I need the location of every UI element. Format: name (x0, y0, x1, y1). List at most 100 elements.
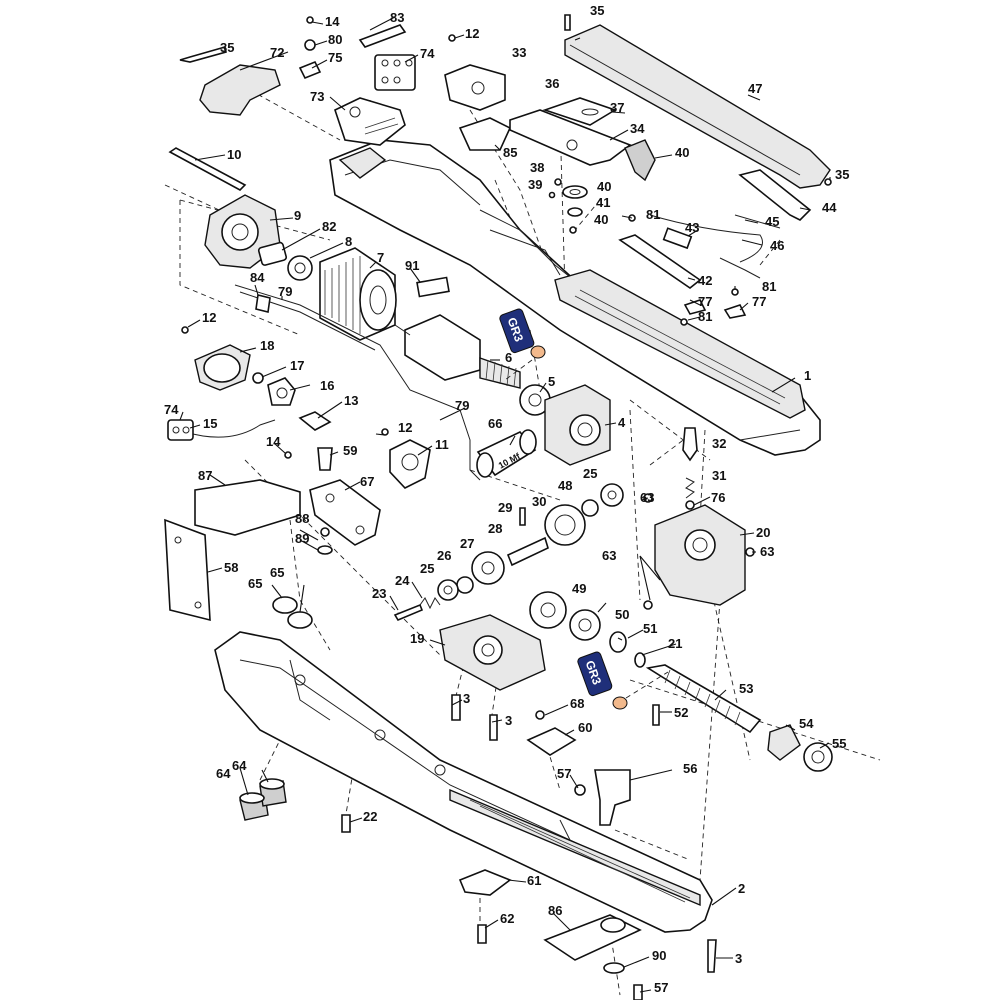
callout: 24 (395, 573, 410, 588)
callout: 33 (512, 45, 526, 60)
callout: 48 (558, 478, 572, 493)
callout: 80 (328, 32, 342, 47)
callout: 87 (198, 468, 212, 483)
callout: 13 (344, 393, 358, 408)
callout: 6 (505, 350, 512, 365)
callout: 81 (698, 309, 712, 324)
callout: 5 (548, 374, 555, 389)
callout: 81 (646, 207, 660, 222)
callout: 32 (712, 436, 726, 451)
callout: 88 (295, 511, 309, 526)
gearbox (393, 427, 755, 691)
callout: 89 (295, 531, 309, 546)
callout: 72 (270, 45, 284, 60)
callout: 14 (266, 434, 281, 449)
callout: 59 (343, 443, 357, 458)
callout: 34 (630, 121, 645, 136)
callout: 16 (320, 378, 334, 393)
callout: 4 (618, 415, 626, 430)
callout: 58 (224, 560, 238, 575)
grease-tag-upper-body (499, 308, 535, 354)
callout: 40 (597, 179, 611, 194)
callout: 45 (765, 214, 779, 229)
callout: 44 (822, 200, 837, 215)
callout: 57 (557, 766, 571, 781)
callout: 37 (610, 100, 624, 115)
callout: 30 (532, 494, 546, 509)
callout: 51 (643, 621, 657, 636)
callout: 26 (437, 548, 451, 563)
callout: 46 (770, 238, 784, 253)
callout: 84 (250, 270, 265, 285)
left-electrics (167, 16, 537, 489)
callout: 12 (465, 26, 479, 41)
callout: 55 (832, 736, 846, 751)
callout: 77 (752, 294, 766, 309)
callout: 74 (164, 402, 179, 417)
callout: 22 (363, 809, 377, 824)
callout: 28 (488, 521, 502, 536)
callout: 68 (570, 696, 584, 711)
callout: 12 (398, 420, 412, 435)
callout-numbers: 1 2 3 3 3 4 5 6 7 8 9 10 11 12 12 12 13 … (164, 3, 849, 995)
grease-tag-upper: GR3 (499, 308, 546, 381)
callout: 25 (420, 561, 434, 576)
callout: 18 (260, 338, 274, 353)
limit-switch-assembly (618, 169, 812, 326)
lead-screw (645, 664, 833, 772)
callout: 42 (698, 273, 712, 288)
callout: 17 (290, 358, 304, 373)
callout: 65 (248, 576, 262, 591)
callout: 19 (410, 631, 424, 646)
callout: 63 (640, 490, 654, 505)
callout: 35 (220, 40, 234, 55)
lower-housing (214, 631, 713, 933)
callout: 15 (203, 416, 217, 431)
callout: 86 (548, 903, 562, 918)
callout: 62 (500, 911, 514, 926)
callout: 1 (804, 368, 811, 383)
callout: 3 (463, 691, 470, 706)
grease-drop-icon (612, 696, 628, 710)
callout: 9 (294, 208, 301, 223)
callout: 47 (748, 81, 762, 96)
callout: 35 (835, 167, 849, 182)
callout: 10 (227, 147, 241, 162)
callout: 91 (405, 258, 419, 273)
callout: 23 (372, 586, 386, 601)
callout: 79 (278, 284, 292, 299)
grease-tag-lower: GR3 (577, 651, 669, 710)
upper-housing (329, 139, 821, 456)
callout: 2 (738, 881, 745, 896)
callout: 25 (583, 466, 597, 481)
callout: 12 (202, 310, 216, 325)
callout: 35 (590, 3, 604, 18)
callout: 63 (760, 544, 774, 559)
callout: 54 (799, 716, 814, 731)
callout: 3 (735, 951, 742, 966)
callout: 29 (498, 500, 512, 515)
callout: 20 (756, 525, 770, 540)
callout: 83 (390, 10, 404, 25)
callout: 40 (675, 145, 689, 160)
leader-lines (179, 16, 831, 993)
callout: 81 (762, 279, 776, 294)
callout: 64 (232, 758, 247, 773)
callout: 76 (711, 490, 725, 505)
callout: 75 (328, 50, 342, 65)
callout: 67 (360, 474, 374, 489)
plates (164, 479, 642, 974)
callout: 3 (505, 713, 512, 728)
callout: 74 (420, 46, 435, 61)
callout: 57 (654, 980, 668, 995)
callout: 85 (503, 145, 517, 160)
callout: 50 (615, 607, 629, 622)
callout: 41 (596, 195, 610, 210)
callout: 7 (377, 250, 384, 265)
motor-assembly (204, 194, 611, 466)
callout: 40 (594, 212, 608, 227)
callout: 31 (712, 468, 726, 483)
callout: 8 (345, 234, 352, 249)
callout: 27 (460, 536, 474, 551)
